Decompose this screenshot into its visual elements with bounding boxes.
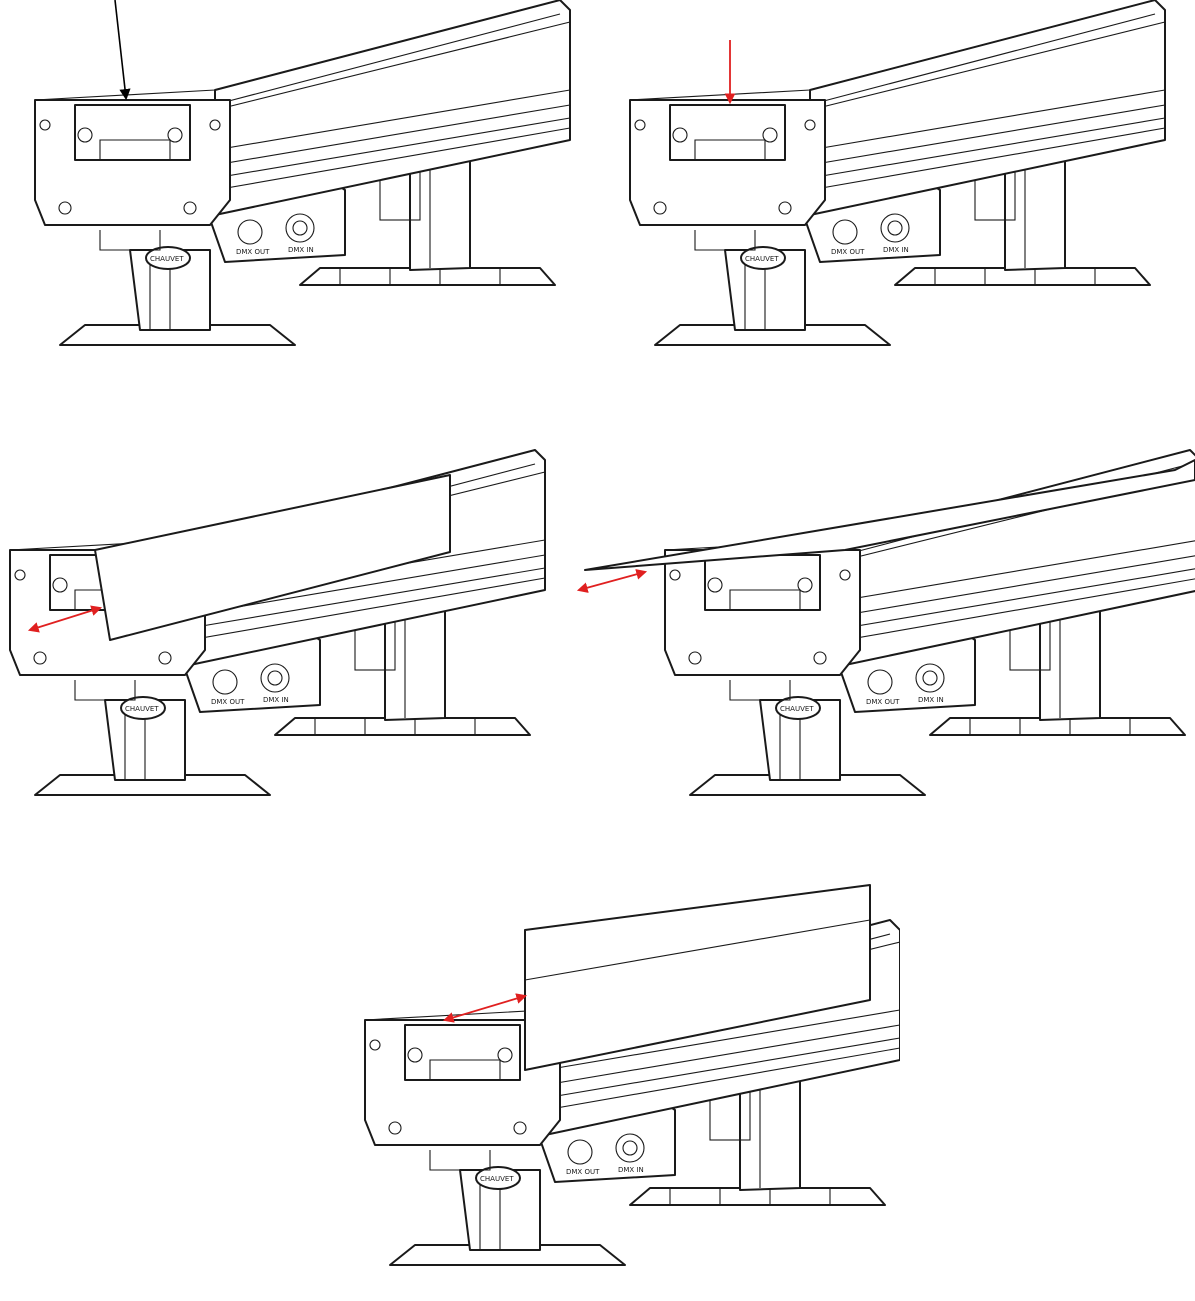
step-1-panel: DMX IN DMX OUT CHAUVET xyxy=(0,0,600,380)
step-2-panel: DMX IN DMX OUT CHAUVET xyxy=(595,0,1195,380)
double-arrow-red xyxy=(27,605,103,633)
dmx-in-label: DMX IN xyxy=(263,696,289,704)
step-5-drawing: DMX IN DMX OUT CHAUVET xyxy=(364,884,900,1266)
dmx-out-label: DMX OUT xyxy=(866,698,900,706)
nameplate-label: CHAUVET xyxy=(480,1175,514,1183)
step-2-drawing: DMX IN DMX OUT CHAUVET xyxy=(629,0,1166,346)
dmx-in-label: DMX IN xyxy=(883,246,909,254)
step-1-drawing: DMX IN DMX OUT CHAUVET xyxy=(34,0,571,346)
step-4-drawing: DMX IN DMX OUT CHAUVET xyxy=(576,449,1195,796)
barn-door-flap xyxy=(584,459,1195,571)
double-arrow-red xyxy=(442,993,528,1023)
dmx-in-label: DMX IN xyxy=(618,1166,644,1174)
step-3-drawing: DMX IN DMX OUT CHAUVET xyxy=(9,449,546,796)
barn-door-flap xyxy=(94,474,451,641)
double-arrow-red xyxy=(576,569,648,593)
nameplate-label: CHAUVET xyxy=(745,255,779,263)
nameplate-label: CHAUVET xyxy=(150,255,184,263)
nameplate-label: CHAUVET xyxy=(125,705,159,713)
down-arrow-black xyxy=(114,0,131,101)
nameplate-label: CHAUVET xyxy=(780,705,814,713)
dmx-in-label: DMX IN xyxy=(288,246,314,254)
barn-door-flap xyxy=(524,884,871,1071)
dmx-out-label: DMX OUT xyxy=(831,248,865,256)
dmx-out-label: DMX OUT xyxy=(236,248,270,256)
dmx-out-label: DMX OUT xyxy=(566,1168,600,1176)
step-4-panel: DMX IN DMX OUT CHAUVET xyxy=(575,440,1195,820)
dmx-out-label: DMX OUT xyxy=(211,698,245,706)
step-3-panel: DMX IN DMX OUT CHAUVET xyxy=(0,440,600,820)
dmx-in-label: DMX IN xyxy=(918,696,944,704)
step-5-panel: DMX IN DMX OUT CHAUVET xyxy=(300,880,900,1300)
